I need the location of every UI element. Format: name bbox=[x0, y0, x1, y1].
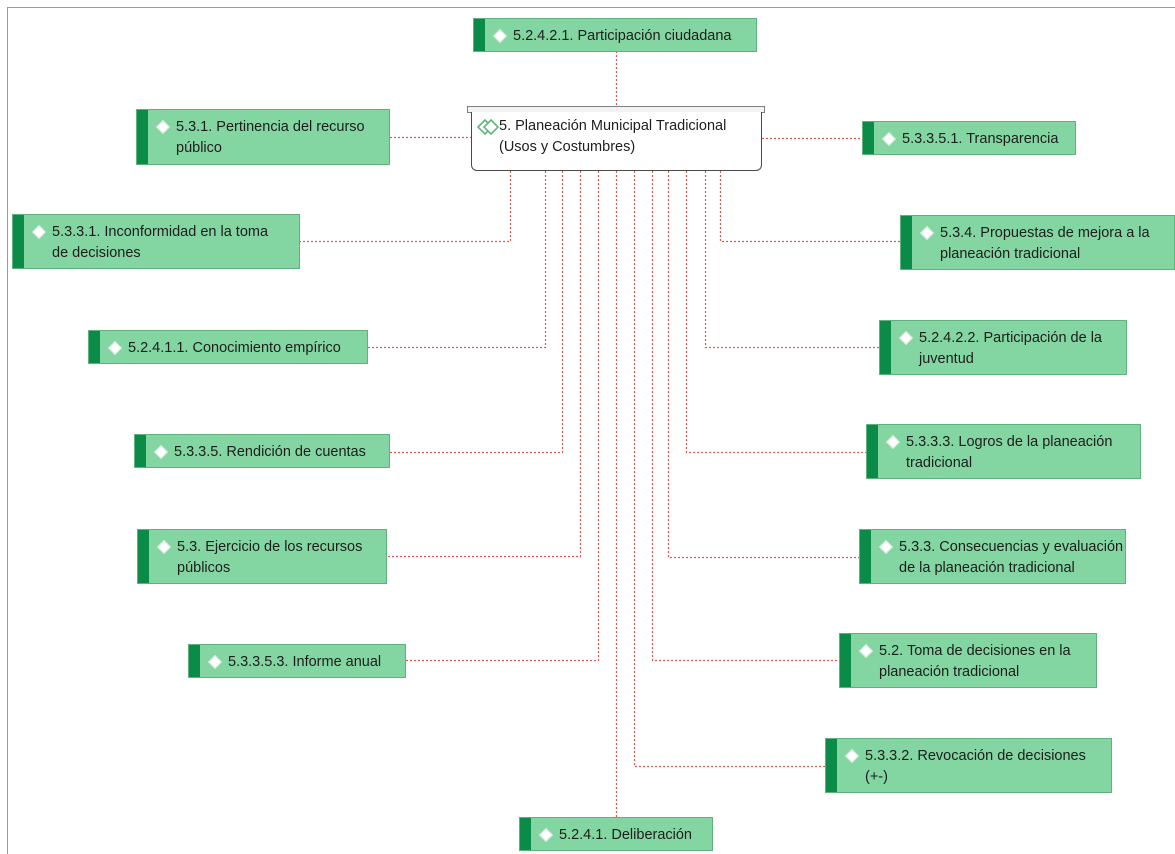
center-node-label-line: (Usos y Costumbres) bbox=[499, 139, 636, 155]
code-label: 5.3.3. Consecuencias y evaluación de la … bbox=[899, 537, 1123, 579]
code-label: 5.2.4.1. Deliberación bbox=[559, 825, 692, 846]
link-consecuencias bbox=[667, 171, 859, 559]
code-node-participacion-ciudadana[interactable]: 5.2.4.2.1. Participación ciudadana bbox=[473, 18, 757, 52]
center-node-label-line: 5. Planeación Municipal Tradicional bbox=[499, 118, 727, 134]
code-label-line: público bbox=[176, 140, 222, 156]
link-conocimiento-empirico bbox=[368, 171, 547, 349]
code-node-revocacion-decisiones[interactable]: 5.3.3.2. Revocación de decisiones (+-) bbox=[825, 738, 1112, 793]
link-informe-anual bbox=[406, 171, 600, 662]
code-label: 5.3. Ejercicio de los recursos públicos bbox=[177, 537, 362, 579]
code-node-pertinencia-recurso[interactable]: 5.3.1. Pertinencia del recurso público bbox=[136, 109, 390, 165]
code-node-conocimiento-empirico[interactable]: 5.2.4.1.1. Conocimiento empírico bbox=[88, 330, 368, 364]
code-label-line: 5.2.4.1. Deliberación bbox=[559, 827, 692, 843]
code-label-line: públicos bbox=[177, 560, 231, 576]
code-label-line: de la planeación tradicional bbox=[899, 560, 1075, 576]
code-node-inconformidad[interactable]: 5.3.3.1. Inconformidad en la toma de dec… bbox=[12, 214, 300, 269]
code-label: 5.3.1. Pertinencia del recurso público bbox=[176, 117, 365, 159]
code-label-line: (+-) bbox=[865, 769, 888, 785]
code-label-line: 5.2.4.1.1. Conocimiento empírico bbox=[128, 340, 341, 356]
link-rendicion-cuentas bbox=[390, 171, 564, 454]
code-diamond-icon bbox=[31, 224, 47, 240]
code-label-line: 5.2.4.2.2. Participación de la bbox=[919, 330, 1102, 346]
code-diamond-icon bbox=[844, 748, 860, 764]
code-node-informe-anual[interactable]: 5.3.3.5.3. Informe anual bbox=[188, 644, 406, 678]
code-label: 5.3.3.5.3. Informe anual bbox=[228, 652, 381, 673]
link-ejercicio-recursos bbox=[387, 171, 582, 558]
code-label-line: planeación tradicional bbox=[879, 664, 1020, 680]
code-label-line: 5.3.3. Consecuencias y evaluación bbox=[899, 539, 1124, 555]
code-diamond-icon bbox=[858, 643, 874, 659]
code-label-line: planeación tradicional bbox=[940, 246, 1081, 262]
code-node-participacion-juventud[interactable]: 5.2.4.2.2. Participación de la juventud bbox=[879, 320, 1127, 375]
center-node-planeacion-municipal[interactable]: 5. Planeación Municipal Tradicional (Uso… bbox=[471, 112, 762, 171]
code-node-rendicion-cuentas[interactable]: 5.3.3.5. Rendición de cuentas bbox=[134, 434, 390, 468]
link-logros bbox=[685, 171, 866, 454]
code-label: 5.3.3.1. Inconformidad en la toma de dec… bbox=[52, 222, 268, 264]
code-label: 5.2.4.2.2. Participación de la juventud bbox=[919, 328, 1102, 370]
link-propuestas bbox=[719, 171, 900, 243]
code-node-consecuencias-evaluacion[interactable]: 5.3.3. Consecuencias y evaluación de la … bbox=[859, 529, 1126, 584]
code-diamond-icon bbox=[919, 225, 935, 241]
code-label: 5.3.3.5. Rendición de cuentas bbox=[174, 442, 366, 463]
code-diamond-icon bbox=[156, 539, 172, 555]
code-diamond-icon bbox=[538, 827, 554, 843]
code-label: 5.2. Toma de decisiones en la planeación… bbox=[879, 641, 1071, 683]
link-revocacion bbox=[633, 171, 825, 768]
code-label-line: 5.3.3.3. Logros de la planeación bbox=[906, 434, 1113, 450]
code-diamond-icon bbox=[881, 131, 897, 147]
code-label: 5.3.4. Propuestas de mejora a la planeac… bbox=[940, 223, 1150, 265]
code-node-transparencia[interactable]: 5.3.3.5.1. Transparencia bbox=[862, 121, 1076, 155]
code-label-line: juventud bbox=[919, 351, 974, 367]
code-diamond-icon bbox=[153, 444, 169, 460]
code-node-ejercicio-recursos[interactable]: 5.3. Ejercicio de los recursos públicos bbox=[137, 529, 387, 584]
code-diamond-icon bbox=[155, 119, 171, 135]
code-diamond-icon bbox=[107, 340, 123, 356]
code-label-line: 5.2.4.2.1. Participación ciudadana bbox=[513, 28, 732, 44]
code-node-logros-planeacion[interactable]: 5.3.3.3. Logros de la planeación tradici… bbox=[866, 424, 1141, 479]
code-label-line: 5.2. Toma de decisiones en la bbox=[879, 643, 1071, 659]
code-label-line: 5.3.1. Pertinencia del recurso bbox=[176, 119, 365, 135]
code-label-line: 5.3. Ejercicio de los recursos bbox=[177, 539, 363, 555]
code-diamond-icon bbox=[492, 28, 508, 44]
code-label-line: tradicional bbox=[906, 455, 973, 471]
code-diamond-icon bbox=[207, 654, 223, 670]
code-label: 5.2.4.1.1. Conocimiento empírico bbox=[128, 338, 341, 359]
center-node-label: 5. Planeación Municipal Tradicional (Uso… bbox=[499, 116, 726, 158]
code-diamond-icon bbox=[885, 434, 901, 450]
link-inconformidad bbox=[300, 171, 512, 243]
link-toma-decisiones bbox=[651, 171, 839, 662]
code-node-deliberacion[interactable]: 5.2.4.1. Deliberación bbox=[519, 817, 713, 851]
canvas-frame bbox=[7, 7, 1175, 854]
link-participacion-juventud bbox=[704, 171, 879, 349]
code-label-line: 5.3.3.5.1. Transparencia bbox=[902, 131, 1059, 147]
code-label-line: 5.3.3.2. Revocación de decisiones bbox=[865, 748, 1086, 764]
code-label: 5.3.3.5.1. Transparencia bbox=[902, 129, 1058, 150]
code-diamond-icon bbox=[898, 330, 914, 346]
code-label-line: 5.3.4. Propuestas de mejora a la bbox=[940, 225, 1150, 241]
code-node-propuestas-mejora[interactable]: 5.3.4. Propuestas de mejora a la planeac… bbox=[900, 215, 1175, 270]
code-label-line: 5.3.3.5. Rendición de cuentas bbox=[174, 444, 366, 460]
code-label: 5.3.3.2. Revocación de decisiones (+-) bbox=[865, 746, 1086, 788]
code-label: 5.2.4.2.1. Participación ciudadana bbox=[513, 26, 731, 47]
code-group-icon bbox=[477, 119, 499, 135]
code-node-toma-decisiones[interactable]: 5.2. Toma de decisiones en la planeación… bbox=[839, 633, 1097, 688]
code-diamond-icon bbox=[878, 539, 894, 555]
code-label-line: de decisiones bbox=[52, 245, 141, 261]
code-label: 5.3.3.3. Logros de la planeación tradici… bbox=[906, 432, 1112, 474]
code-label-line: 5.3.3.1. Inconformidad en la toma bbox=[52, 224, 269, 240]
code-label-line: 5.3.3.5.3. Informe anual bbox=[228, 654, 382, 670]
